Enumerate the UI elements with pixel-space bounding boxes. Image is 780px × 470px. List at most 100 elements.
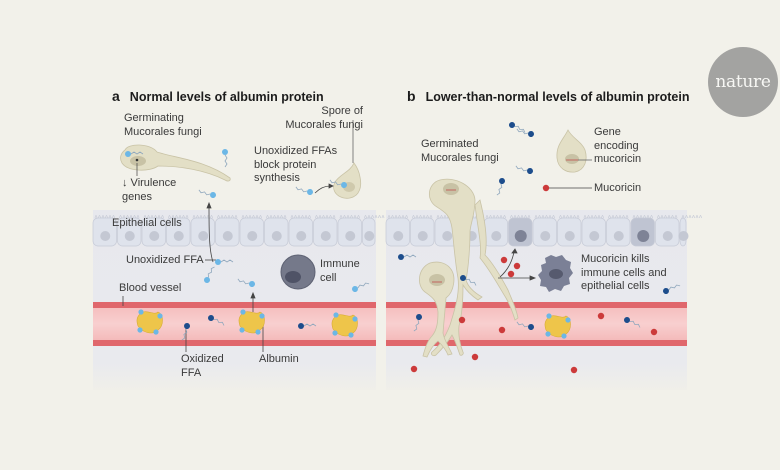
- cell-nucleus: [491, 231, 502, 241]
- ffa-tail: [220, 259, 234, 263]
- label-mucoricin: Mucoricin: [594, 182, 642, 194]
- microvilli: [583, 215, 604, 219]
- ffa-head: [298, 323, 304, 329]
- microvilli: [241, 215, 262, 219]
- microvilli: [315, 215, 336, 219]
- ffa-tail: [130, 151, 144, 155]
- cell-nucleus: [637, 230, 650, 242]
- bound-ffa: [239, 327, 245, 333]
- cell-nucleus: [417, 231, 428, 241]
- microvilli: [632, 215, 653, 219]
- microvilli: [217, 215, 238, 219]
- albumin-body: [544, 315, 571, 338]
- mucoricin-molecule: [500, 256, 508, 264]
- label-spore: Spore of Mucorales fungi: [279, 105, 363, 132]
- mucoricin-molecule: [471, 353, 479, 361]
- cell-nucleus: [589, 231, 600, 241]
- ffa-molecule: [509, 122, 526, 133]
- ffa-tail: [224, 154, 228, 168]
- microvilli: [387, 215, 408, 219]
- label-line: FFA: [181, 366, 202, 379]
- label-germinating-fungi: Germinating Mucorales fungi: [124, 112, 202, 139]
- ffa-head: [210, 192, 216, 198]
- label-line: block protein: [254, 158, 317, 171]
- label-unoxidized-ffa: Unoxidized FFA: [126, 254, 204, 266]
- ffa-tail: [496, 183, 503, 196]
- ffa-head: [249, 281, 255, 287]
- label-line: Gene: [594, 126, 621, 138]
- bound-ffa: [546, 313, 552, 319]
- ffa-head: [398, 254, 404, 260]
- ffa-head: [204, 277, 210, 283]
- spore-fungus: [333, 120, 362, 199]
- ffa-molecule: [663, 284, 681, 294]
- label-line: Mucoricin kills: [581, 253, 650, 265]
- ffa-tail: [237, 278, 250, 285]
- mucoricin-molecule: [410, 365, 418, 373]
- ffa-tail: [303, 323, 317, 327]
- microvilli: [168, 215, 189, 219]
- albumin-protein: [331, 312, 358, 338]
- ffa-head: [416, 314, 422, 320]
- cell-nucleus: [198, 231, 209, 241]
- microvilli: [608, 215, 629, 219]
- label-line: epithelial cells: [581, 280, 650, 292]
- label-line: Mucorales fungi: [421, 151, 499, 164]
- albumin-protein: [238, 309, 265, 335]
- label-unoxidized-ffas-block: Unoxidized FFAs block protein synthesis: [254, 145, 337, 186]
- ffa-tail: [514, 125, 526, 133]
- microvilli: [192, 215, 213, 219]
- ffa-head: [528, 131, 534, 137]
- microvilli: [119, 215, 140, 219]
- germinating-fungus: [120, 144, 231, 182]
- ffa-molecule: [460, 275, 477, 286]
- label-germinated-fungi: Germinated Mucorales fungi: [421, 138, 499, 165]
- label-line: cell: [320, 271, 337, 284]
- cell-nucleus: [296, 231, 307, 241]
- mucoricin-molecule: [542, 184, 550, 192]
- bound-ffa: [240, 309, 246, 315]
- ffa-tail: [465, 278, 477, 286]
- label-line: Oxidized: [181, 353, 224, 365]
- microvilli: [657, 215, 678, 219]
- ffa-molecule: [516, 321, 534, 330]
- panel-a-epithelium: [92, 215, 385, 247]
- ffa-head: [341, 182, 347, 188]
- mucoricin-molecule: [458, 316, 466, 324]
- ffa-molecule: [516, 128, 534, 137]
- ffa-molecule: [222, 149, 228, 168]
- bound-ffa: [545, 331, 551, 337]
- microvilli: [681, 215, 702, 219]
- arrows-panel-b: [498, 187, 592, 281]
- label-line: Germinating: [124, 112, 184, 124]
- bound-ffa: [565, 317, 571, 323]
- cell-nucleus: [247, 231, 258, 241]
- ffa-head: [460, 275, 466, 281]
- ffa-tail: [629, 320, 641, 328]
- microvilli: [290, 215, 311, 219]
- ffa-tail: [295, 186, 308, 193]
- mucoricin-molecule: [507, 270, 515, 278]
- microvilli: [266, 215, 287, 219]
- ffa-molecule: [398, 254, 417, 260]
- microvilli: [339, 215, 360, 219]
- ffa-tail: [207, 266, 215, 278]
- ffa-molecule: [295, 186, 313, 195]
- cell-nucleus: [100, 231, 111, 241]
- ffa-molecule: [237, 278, 255, 287]
- albumin-protein: [136, 309, 163, 335]
- microvilli: [534, 215, 555, 219]
- germinated-fungus-lower: [419, 261, 455, 358]
- cell-nucleus: [173, 231, 184, 241]
- ffa-molecule: [198, 189, 216, 198]
- label-line: encoding: [594, 139, 639, 152]
- cell-nucleus: [222, 231, 233, 241]
- dying-immune-cell: [538, 255, 573, 292]
- label-blood-vessel: Blood vessel: [119, 282, 182, 294]
- ffa-molecule: [204, 266, 215, 283]
- bound-ffa: [333, 312, 339, 318]
- ffa-tail: [329, 179, 342, 186]
- label-mucoricin-kills: Mucoricin kills immune cells and epithel…: [581, 253, 667, 294]
- ffa-head: [499, 178, 505, 184]
- cell-nucleus: [271, 231, 282, 241]
